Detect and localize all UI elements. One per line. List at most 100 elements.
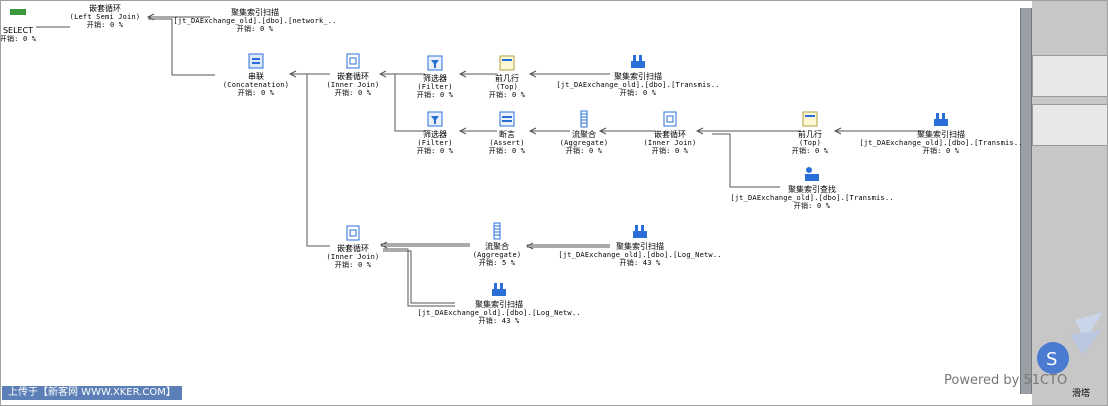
node-title: 串联: [248, 72, 264, 81]
node-cost: 开销: 0 %: [488, 147, 526, 155]
node-title: 聚集索引扫描: [616, 242, 664, 251]
connector-arrow: [525, 242, 534, 250]
plan-node-concatenation[interactable]: 串联 (Concatenation) 开销: 0 %: [191, 52, 321, 97]
51cto-logo: S: [1037, 312, 1103, 374]
node-cost: 开销: 0 %: [86, 21, 124, 29]
node-cost: 开销: 0 %: [619, 89, 657, 97]
connector-arrow: [833, 127, 842, 135]
node-title: 前几行: [798, 130, 822, 139]
node-title: 筛选器: [423, 130, 447, 139]
node-subtitle: (Aggregate): [559, 139, 609, 147]
connector-arrow: [458, 127, 467, 135]
connector-arrow: [598, 127, 607, 135]
node-cost: 开销: 0 %: [791, 147, 829, 155]
node-cost: 开销: 0 %: [237, 89, 275, 97]
node-cost: 开销: 0 %: [334, 89, 372, 97]
plan-node-index-scan-log-1[interactable]: 聚集索引扫描 [jt_DAExchange_old].[dbo].[Log_Ne…: [555, 222, 725, 267]
assert-icon: [499, 111, 515, 127]
powered-by-text: Powered by 51CTO: [944, 373, 1068, 388]
node-cost: 开销: 0 %: [793, 202, 831, 210]
plan-node-select[interactable]: SELECT 开销: 0 %: [0, 6, 83, 43]
upload-watermark: 上传于【新客网 WWW.XKER.COM】: [2, 386, 182, 400]
node-cost: 开销: 0 %: [0, 35, 37, 43]
node-cost: 开销: 43 %: [478, 317, 520, 325]
node-subtitle: (Filter): [417, 139, 453, 147]
index-scan-icon: [633, 225, 647, 238]
node-subtitle: (Top): [495, 83, 519, 91]
node-subtitle: [jt_DAExchange_old].[dbo].[Transmis..: [556, 81, 720, 89]
side-panel-bar: [1032, 104, 1108, 146]
vertical-scrollbar[interactable]: [1020, 8, 1032, 394]
plan-node-index-scan-trans-2[interactable]: 聚集索引扫描 [jt_DAExchange_old].[dbo].[Transm…: [856, 110, 1026, 155]
side-panel-bar: [1032, 55, 1108, 97]
filter-icon: [427, 111, 443, 127]
connector-arrow: [528, 127, 537, 135]
node-title: 流聚合: [485, 242, 509, 251]
node-subtitle: (Inner Join): [326, 81, 380, 89]
plan-node-index-scan-network[interactable]: 聚集索引扫描 [jt_DAExchange_old].[dbo].[networ…: [170, 8, 340, 33]
aggregate-icon: [580, 110, 588, 128]
svg-text:S: S: [1046, 349, 1057, 370]
connector-arrow: [458, 70, 467, 78]
node-cost: 开销: 0 %: [565, 147, 603, 155]
node-title: 前几行: [495, 74, 519, 83]
plan-node-assert[interactable]: 断言 (Assert) 开销: 0 %: [442, 110, 572, 155]
filter-icon: [427, 55, 443, 71]
plan-node-inner-join-1[interactable]: 嵌套循环 (Inner Join) 开销: 0 %: [288, 52, 418, 97]
nested-loops-icon: [663, 111, 677, 127]
node-subtitle: [jt_DAExchange_old].[dbo].[Log_Netw..: [417, 309, 581, 317]
aggregate-icon: [493, 222, 501, 240]
node-subtitle: (Inner Join): [643, 139, 697, 147]
node-subtitle: (Assert): [489, 139, 525, 147]
node-subtitle: (Concatenation): [222, 81, 290, 89]
node-title: 聚集索引扫描: [475, 300, 523, 309]
nested-loops-icon: [346, 225, 360, 241]
connector-arrow: [288, 70, 297, 78]
plan-node-index-scan-trans-1[interactable]: 聚集索引扫描 [jt_DAExchange_old].[dbo].[Transm…: [553, 52, 723, 97]
plan-node-filter-1[interactable]: 筛选器 (Filter) 开销: 0 %: [370, 54, 500, 99]
plan-node-filter-2[interactable]: 筛选器 (Filter) 开销: 0 %: [370, 110, 500, 155]
node-title: 筛选器: [423, 74, 447, 83]
side-panel: [1032, 0, 1108, 406]
node-cost: 开销: 43 %: [619, 259, 661, 267]
node-title: 嵌套循环: [654, 130, 686, 139]
plan-node-inner-join-2[interactable]: 嵌套循环 (Inner Join) 开销: 0 %: [605, 110, 735, 155]
plan-connectors: [36, 13, 925, 307]
node-subtitle: [jt_DAExchange_old].[dbo].[Log_Netw..: [558, 251, 722, 259]
plan-node-inner-join-3[interactable]: 嵌套循环 (Inner Join) 开销: 0 %: [288, 224, 418, 269]
index-scan-icon: [492, 283, 506, 296]
index-seek-icon: [805, 167, 819, 181]
index-scan-icon: [631, 55, 645, 68]
connector-inner3-log2: [383, 248, 455, 307]
plan-node-top-2[interactable]: 前几行 (Top) 开销: 0 %: [745, 110, 875, 155]
select-icon: [10, 9, 26, 15]
top-icon: [802, 111, 818, 127]
node-title: 嵌套循环: [337, 244, 369, 253]
plan-node-index-scan-log-2[interactable]: 聚集索引扫描 [jt_DAExchange_old].[dbo].[Log_Ne…: [414, 280, 584, 325]
node-title: 嵌套循环: [337, 72, 369, 81]
node-subtitle: (Top): [798, 139, 822, 147]
plan-node-aggregate-1[interactable]: 流聚合 (Aggregate) 开销: 0 %: [519, 110, 649, 155]
node-title: SELECT: [2, 26, 34, 35]
connector-arrow: [528, 70, 537, 78]
node-cost: 开销: 0 %: [416, 91, 454, 99]
nested-loops-icon: [346, 53, 360, 69]
connector-arrow: [378, 70, 387, 78]
connector-concat-inner3: [290, 73, 330, 247]
plan-node-left-semi-join[interactable]: 嵌套循环 (Left Semi Join) 开销: 0 %: [40, 4, 170, 29]
node-title: 聚集索引查找: [788, 185, 836, 194]
node-cost: 开销: 5 %: [478, 259, 516, 267]
top-icon: [499, 55, 515, 71]
node-title: 聚集索引扫描: [614, 72, 662, 81]
node-title: 断言: [499, 130, 515, 139]
connector-arrow: [379, 241, 388, 249]
plan-node-aggregate-2[interactable]: 流聚合 (Aggregate) 开销: 5 %: [432, 222, 562, 267]
plan-node-top-1[interactable]: 前几行 (Top) 开销: 0 %: [442, 54, 572, 99]
connector-arrow: [695, 127, 704, 135]
node-cost: 开销: 0 %: [416, 147, 454, 155]
node-cost: 开销: 0 %: [488, 91, 526, 99]
node-subtitle: (Left Semi Join): [69, 13, 141, 21]
index-scan-icon: [934, 113, 948, 126]
concatenation-icon: [248, 53, 264, 69]
plan-node-index-seek-trans[interactable]: 聚集索引查找 [jt_DAExchange_old].[dbo].[Transm…: [727, 165, 897, 210]
